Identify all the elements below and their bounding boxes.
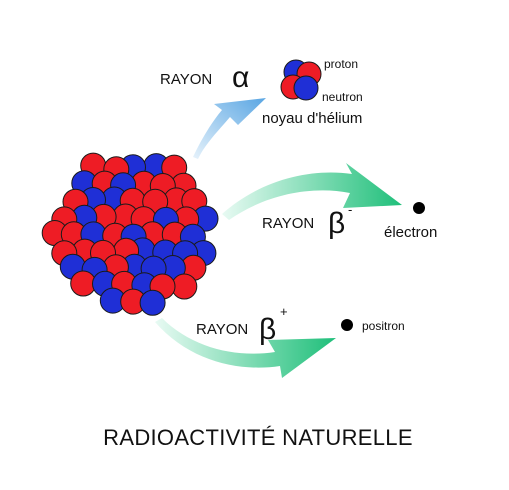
proton-label: proton — [324, 57, 358, 71]
beta-plus-ray-label: RAYON — [196, 321, 248, 338]
helium-nucleus-caption: noyau d'hélium — [262, 110, 362, 127]
positron-label: positron — [362, 319, 405, 333]
beta-plus-arrow — [155, 318, 336, 378]
beta-minus-arrow — [222, 163, 402, 220]
neutron-sphere — [139, 289, 166, 316]
neutron-label: neutron — [322, 90, 363, 104]
nucleus — [41, 152, 219, 316]
positron-dot — [341, 319, 353, 331]
proton-sphere — [70, 270, 97, 297]
alpha-ray-label: RAYON — [160, 71, 212, 88]
beta-plus-symbol: β — [259, 313, 276, 346]
beta-minus-symbol: β — [328, 207, 345, 240]
beta-minus-ray-label: RAYON — [262, 215, 314, 232]
alpha-arrow — [193, 98, 266, 159]
beta-minus-sign: - — [348, 202, 352, 217]
proton-sphere — [171, 273, 198, 300]
helium-nucleus — [280, 59, 322, 101]
electron-dot — [413, 202, 425, 214]
beta-plus-sign: + — [280, 304, 288, 319]
alpha-symbol: α — [232, 61, 249, 94]
neutron-sphere — [293, 75, 319, 101]
electron-label: électron — [384, 224, 437, 241]
diagram-title: RADIOACTIVITÉ NATURELLE — [103, 425, 413, 450]
